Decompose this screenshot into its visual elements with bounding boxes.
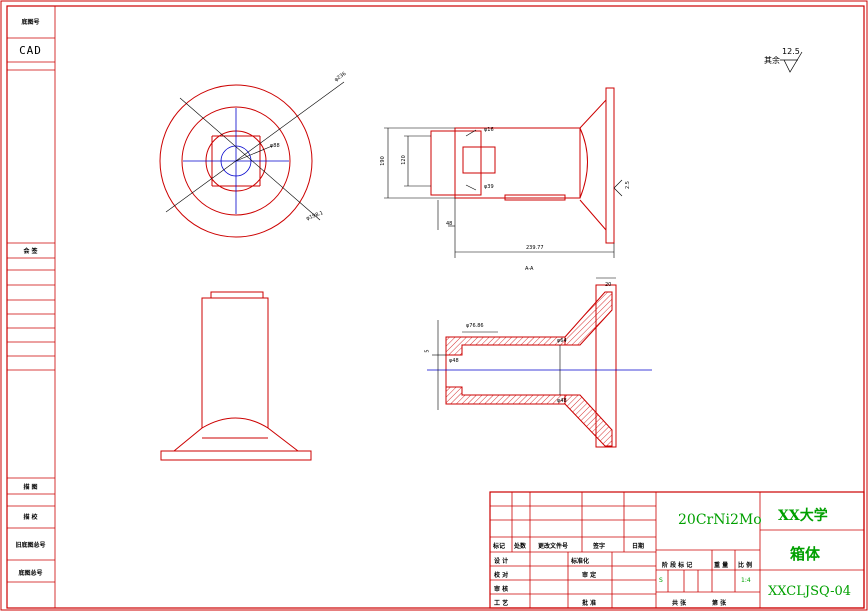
- dim-front-offset: 48: [446, 221, 453, 227]
- section-label: A-A: [525, 266, 534, 272]
- dim-section-flange: 20: [605, 282, 612, 288]
- part-name: 箱体: [790, 545, 821, 563]
- role-design: 设 计: [494, 558, 509, 565]
- rev-header-date: 日期: [632, 543, 645, 550]
- dim-front-inner-height: 120: [400, 155, 407, 165]
- dim-front-height: 190: [379, 156, 386, 166]
- roughness-value: 12.5: [782, 47, 800, 56]
- front-view: [430, 87, 615, 244]
- dim-front-roughness: 2.5: [624, 181, 631, 189]
- dim-front-length: 239.77: [526, 245, 544, 251]
- approve-label: 批 准: [582, 600, 597, 607]
- scale-value: 1:4: [741, 577, 751, 584]
- side-column: [7, 6, 56, 608]
- drawing-number: XXCLJSQ-04: [768, 584, 852, 599]
- sheet-total: 共 张: [672, 600, 687, 607]
- section-view: [427, 284, 652, 448]
- scale-header: 比 例: [738, 562, 753, 569]
- rev-header-file: 更改文件号: [538, 543, 569, 550]
- rev-header-count: 处数: [514, 543, 527, 550]
- dim-section-shoulder-bottom: φ48: [557, 398, 567, 404]
- side-label-check: 描 校: [23, 514, 38, 521]
- dim-front-hole-bottom: φ39: [484, 184, 494, 190]
- role-check: 校 对: [494, 572, 509, 579]
- standardization-label: 标准化: [571, 558, 590, 565]
- material-text: 20CrNi2Mo: [678, 512, 762, 528]
- dim-section-step: 5: [424, 349, 431, 353]
- sheet-index: 第 张: [712, 600, 727, 607]
- section-dimensions: [432, 277, 616, 410]
- side-middle-label: 会 签: [23, 248, 38, 255]
- stage-mark: S: [659, 577, 663, 584]
- school-name: XX大学: [778, 508, 828, 524]
- dim-section-bore: φ48: [449, 358, 459, 364]
- inner-frame: [6, 5, 865, 609]
- role-process: 工 艺: [494, 600, 509, 607]
- side-label-trace: 描 图: [23, 484, 38, 491]
- role-review: 审 核: [494, 586, 509, 593]
- rev-header-mark: 标记: [493, 543, 506, 550]
- weight-header: 重 量: [714, 562, 729, 569]
- front-view-dimensions: [384, 127, 623, 258]
- top-view: [159, 81, 345, 238]
- dim-top-inner: φ88: [270, 143, 280, 149]
- side-top-label: 底图号: [21, 19, 40, 26]
- dim-section-shoulder-top: φ64: [557, 338, 567, 344]
- side-label-base-number: 底图总号: [18, 570, 43, 577]
- side-cad-label: CAD: [19, 44, 42, 57]
- title-block-grid: [489, 491, 865, 609]
- dim-section-outer: φ76.86: [466, 323, 484, 329]
- stage-header: 阶 段 标 记: [662, 562, 693, 569]
- dim-front-hole-top: φ16: [484, 127, 494, 133]
- roughness-symbol: [780, 51, 803, 73]
- side-view: [160, 291, 312, 461]
- roughness-prefix: 其余: [764, 56, 780, 65]
- side-label-old-number: 旧底图总号: [15, 542, 46, 549]
- rev-header-sign: 签字: [593, 543, 606, 550]
- review-label: 审 定: [582, 572, 597, 579]
